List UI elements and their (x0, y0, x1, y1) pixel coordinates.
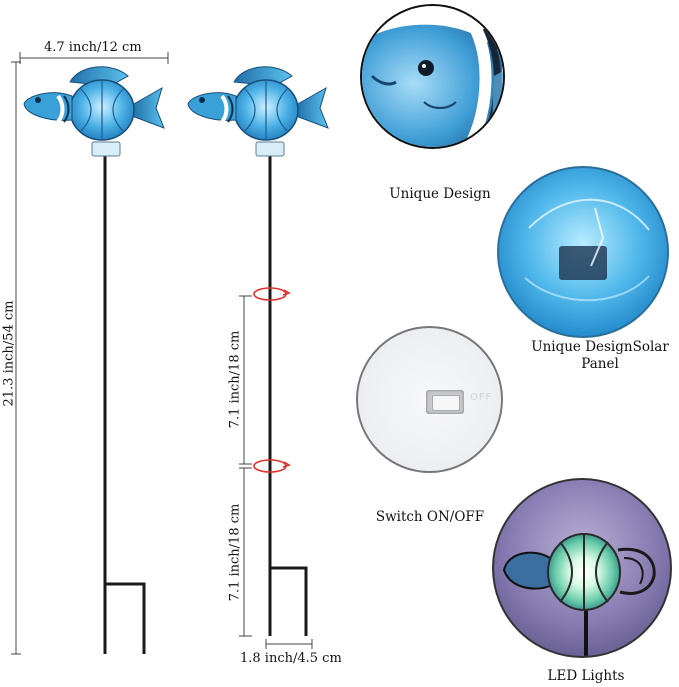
upper-segment-label: 7.1 inch/18 cm (227, 330, 243, 429)
fish-stake-right (187, 66, 329, 636)
product-dimension-drawing (11, 52, 329, 655)
height-dimension-line (11, 61, 21, 655)
feature-circle-design (360, 4, 505, 149)
width-label: 4.7 inch/12 cm (44, 40, 142, 55)
base-width-label: 1.8 inch/4.5 cm (240, 651, 342, 666)
lower-segment-dimension-line (239, 467, 252, 637)
solar-panel-image (524, 198, 650, 302)
feature-caption-switch: Switch ON/OFF (375, 509, 485, 525)
feature-caption-design: Unique Design (389, 186, 491, 202)
lower-segment-label: 7.1 inch/18 cm (227, 503, 243, 602)
feature-circle-led (492, 478, 672, 658)
led-fish-image (502, 533, 656, 656)
upper-segment-dimension-line (239, 295, 252, 465)
feature-caption-solar-line1: Unique DesignSolar (531, 339, 669, 355)
fish-closeup-image (362, 23, 503, 147)
feature-caption-solar: Unique DesignSolar Panel (520, 339, 679, 373)
height-label: 21.3 inch/54 cm (1, 300, 17, 407)
feature-circle-solar (497, 166, 669, 338)
switch-toggle-icon (426, 390, 464, 414)
feature-circle-switch: OFF (356, 326, 503, 473)
base-width-dimension-line (265, 639, 313, 649)
feature-caption-led: LED Lights (547, 668, 625, 684)
switch-off-text: OFF (470, 392, 493, 403)
feature-caption-solar-line2: Panel (581, 356, 619, 372)
fish-stake-left (23, 66, 165, 654)
rotate-joint-upper-icon (253, 287, 291, 301)
rotate-joint-lower-icon (253, 459, 291, 473)
